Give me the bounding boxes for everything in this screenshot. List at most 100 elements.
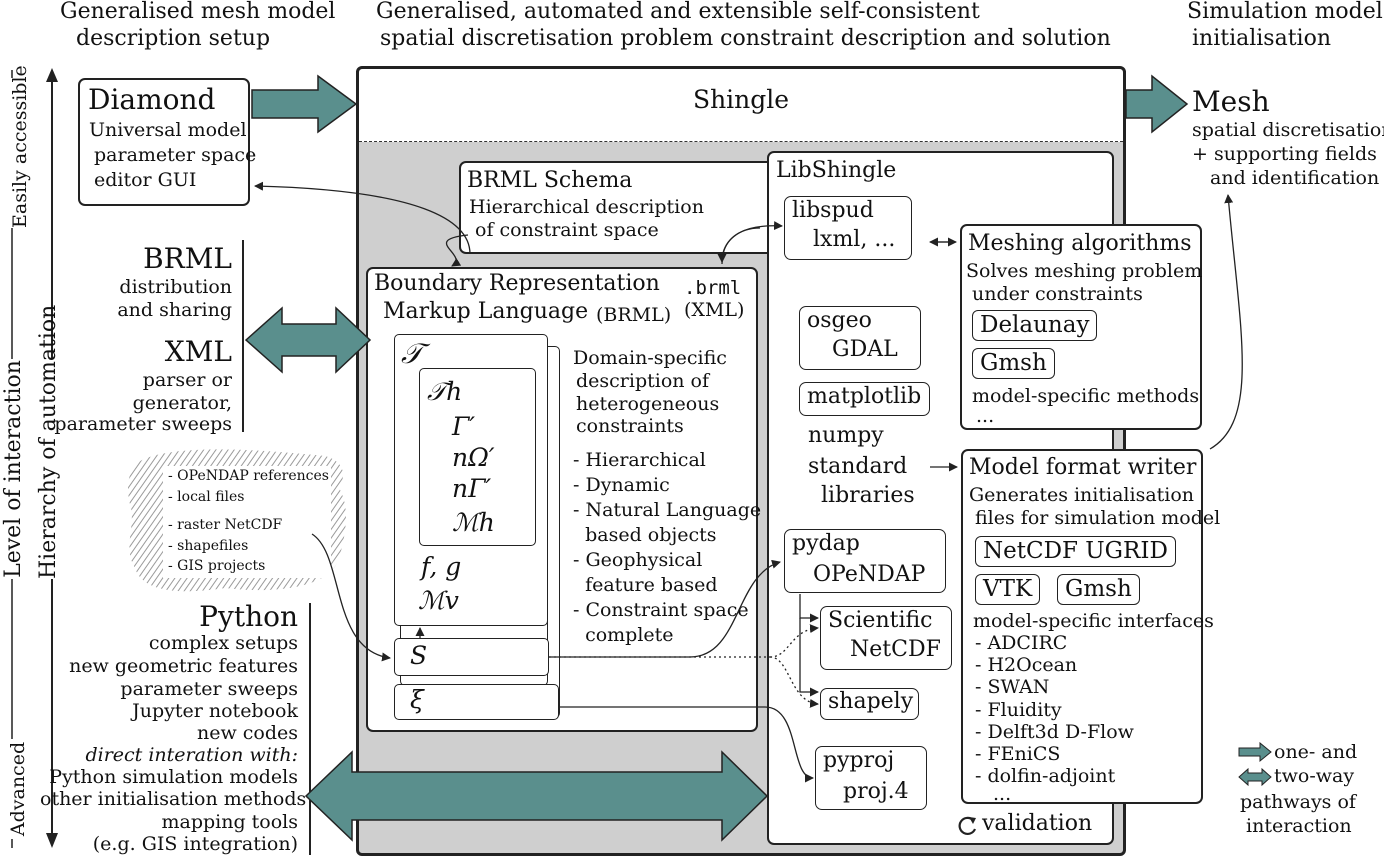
brml-schema-desc-2: of constraint space [475,219,659,241]
header-col2-line1: Generalised, automated and extensible se… [376,0,980,24]
brml-ext: .brml [684,277,742,299]
shapely-label: shapely [828,689,914,714]
python-item-3: parameter sweeps [120,678,298,700]
pydap-box: pydap OPeNDAP [784,529,946,593]
writer-title: Model format writer [969,455,1197,480]
python-item-4: Jupyter notebook [132,700,298,722]
domain-desc-1: Domain-specific [573,347,727,369]
libshingle-title: LibShingle [776,158,897,183]
domain-desc-2: description of [576,370,710,392]
brml-xml: (XML) [684,299,745,321]
symbol-Gamma: Γ′ [452,412,476,441]
proj4-label: proj.4 [843,779,909,804]
header-col2-line2: spatial discretisation problem constrain… [380,26,1111,51]
cloud-item-2: - local files [168,489,245,505]
symbol-T: 𝒯 [401,337,423,370]
python-item-5: new codes [196,722,298,744]
python-item-2: new geometric features [69,655,298,677]
numpy-label: numpy [808,423,884,448]
legend-pathways-2: interaction [1246,815,1352,837]
cloud-item-3: - raster NetCDF [168,517,283,533]
shapely-box: shapely [820,688,919,720]
cloud-item-4: - shapefiles [168,538,249,554]
legend-one-way: one- and [1274,741,1358,763]
brml-side-desc-2: and sharing [117,299,232,321]
writer-interfaces-label: model-specific interfaces [973,610,1214,632]
brml-side-title: BRML [143,242,232,275]
xml-side-desc-2: generator, [132,392,232,414]
standard-label: standard [808,454,908,479]
cloud-item-1: - OPeNDAP references [168,468,329,484]
tag-vtk: VTK [975,574,1041,606]
python-direct-label: direct interation with: [85,744,298,766]
header-col3-line1: Simulation model [1187,0,1383,24]
tag-gmsh-writer: Gmsh [1057,574,1140,606]
header-col1-line2: description setup [76,26,271,51]
meshing-ellipsis: ... [976,405,995,427]
symbol-nGamma: nΓ′ [452,474,492,503]
diamond-desc-2: parameter space [94,144,257,166]
matplotlib-box: matplotlib [799,382,930,416]
pydap-label: pydap [792,531,860,556]
python-direct-2: other initialisation methods [40,788,307,810]
feature-4: based objects [573,524,717,546]
refresh-icon [958,816,977,836]
symbol-xi: ξ [410,685,424,714]
tag-netcdf-ugrid: NetCDF UGRID [975,536,1176,568]
osgeo-label: osgeo [807,308,872,333]
diamond-title: Diamond [88,83,216,116]
interface-ellipsis: ... [993,783,1012,805]
diamond-desc-1: Universal model [89,119,247,141]
brml-title-1: Boundary Representation [374,271,660,296]
interface-5: - Delft3d D-Flow [975,721,1134,743]
python-direct-3: mapping tools [161,811,298,833]
domain-desc-4: constraints [576,415,684,437]
domain-desc-3: heterogeneous [576,393,720,415]
writer-desc-1: Generates initialisation [969,484,1195,506]
interface-4: - Fluidity [975,699,1062,721]
meshing-desc-1: Solves meshing problem [966,260,1203,282]
meshing-title: Meshing algorithms [968,231,1192,256]
brml-schema-title: BRML Schema [467,168,633,193]
cloud-shape [128,449,346,592]
pyproj-label: pyproj [823,748,895,773]
feature-1: - Hierarchical [573,449,706,471]
python-item-1: complex setups [148,632,298,654]
mesh-title: Mesh [1192,85,1270,118]
osgeo-box: osgeo GDAL [799,306,921,370]
validation-label: validation [982,811,1093,836]
opendap-label: OPeNDAP [813,562,926,587]
tag-gmsh-mesh: Gmsh [972,348,1055,380]
scientific-label: Scientific [828,608,933,633]
meshing-more: model-specific methods [972,385,1200,407]
libspud-label: libspud [792,198,874,223]
pyproj-box: pyproj proj.4 [815,746,927,810]
netcdf-label: NetCDF [850,637,941,662]
xml-side-desc-3: parameter sweeps [54,413,232,435]
matplotlib-label: matplotlib [807,384,922,409]
legend-two-way: two-way [1274,765,1355,787]
interface-2: - H2Ocean [975,654,1078,676]
symbol-fg: f, g [421,552,462,581]
libraries-label: libraries [821,483,915,508]
brml-title-2: Markup Language [383,299,589,324]
shingle-title: Shingle [692,85,790,114]
python-title: Python [199,600,298,633]
tag-delaunay: Delaunay [972,310,1098,342]
th-box [419,368,536,546]
mesh-desc-2: + supporting fields [1192,143,1377,165]
meshing-box: Meshing algorithms Solves meshing proble… [960,224,1202,430]
interface-3: - SWAN [975,676,1050,698]
xml-side-title: XML [164,335,232,368]
symbol-S: S [410,641,428,670]
symbol-nOmega: nΩ′ [452,443,495,472]
header-col1-line1: Generalised mesh model [60,0,336,24]
legend-arrows [1238,742,1272,787]
xml-side-desc-1: parser or [142,369,232,391]
symbol-Mv: ℳv [418,586,459,615]
lxml-label: lxml, ... [813,227,896,252]
feature-3: - Natural Language [573,499,762,521]
python-direct-4: (e.g. GIS integration) [92,833,298,855]
brml-side-desc-1: distribution [119,276,232,298]
